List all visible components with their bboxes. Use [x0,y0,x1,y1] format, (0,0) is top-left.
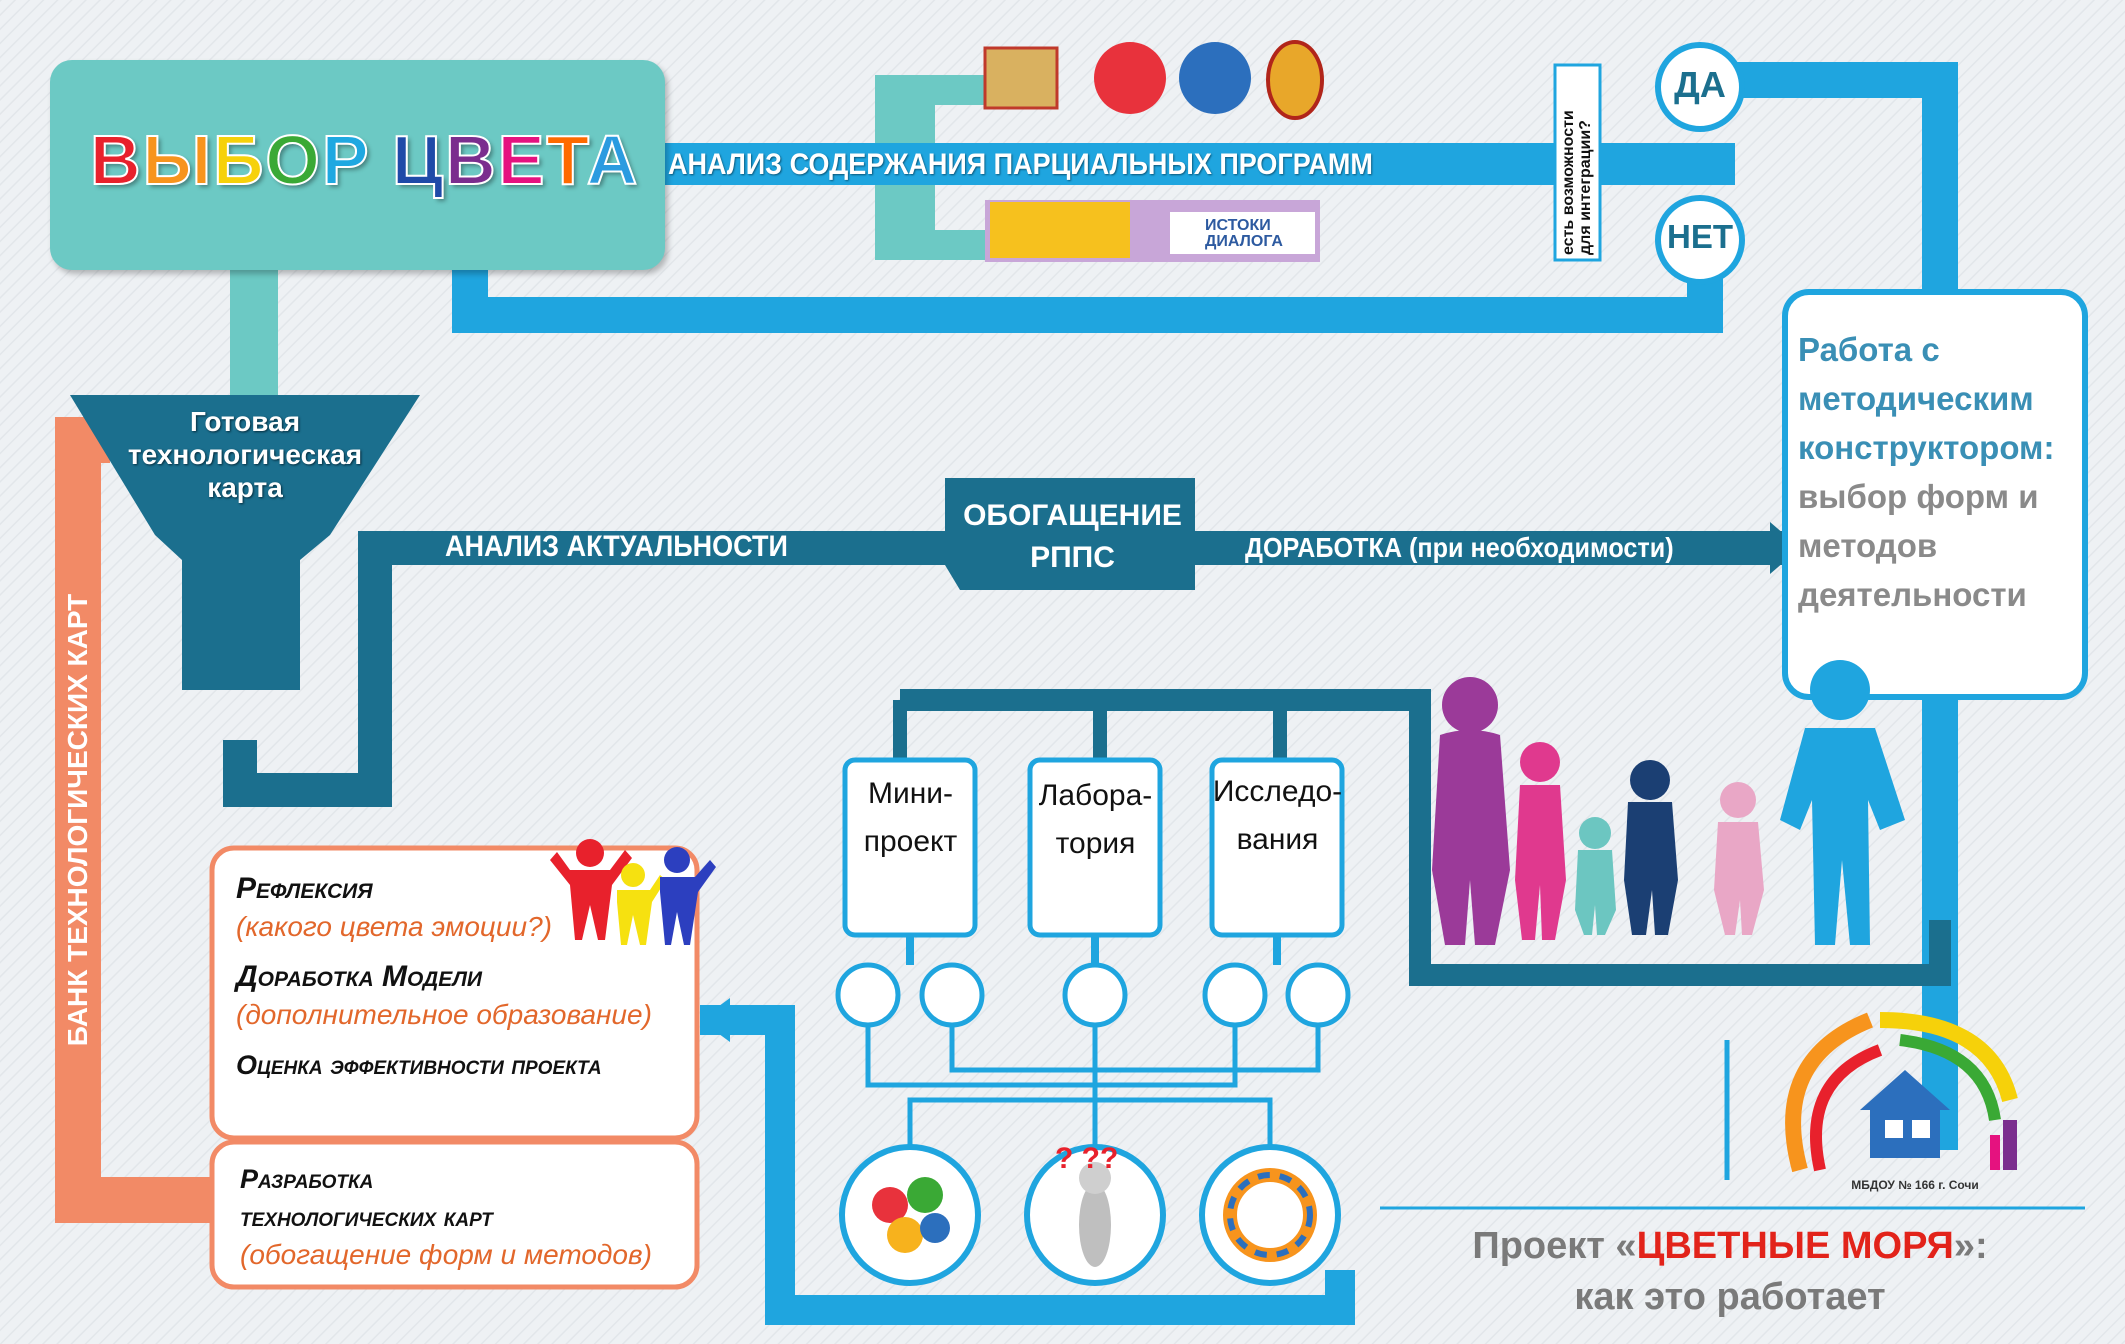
method-line-6: деятельности [1798,576,2027,613]
method-box-frame [1782,289,2088,700]
method-box-text: Работа с методическим конструктором: выб… [1798,325,2083,619]
no-label: НЕТ [1667,218,1733,255]
title-letter: Б [212,120,266,200]
enrichment-banner [945,478,1195,590]
dev-subtitle: (обогащение форм и методов) [240,1239,652,1270]
research-line-2: вания [1236,823,1319,856]
title-box [50,60,665,270]
program-logo-hands-red [1094,42,1166,114]
relevance-label: АНАЛИЗ АКТУАЛЬНОСТИ [445,530,788,563]
title-connector [230,260,278,410]
model-heading: Доработка Модели [236,960,483,993]
laboratory-line-1: Лабора- [1038,779,1153,812]
title-letter: О [264,120,322,200]
program-bracket-top [875,75,985,105]
program-logo-math [990,202,1130,258]
yes-pipe [1705,62,1958,1150]
title-letter: Ы [142,120,214,200]
bank-pipe [55,417,225,1223]
program-logo-house [983,46,1059,110]
relevance-pipe [223,531,1800,807]
content-analysis-label: АНАЛИЗ СОДЕРЖАНИЯ ПАРЦИАЛЬНЫХ ПРОГРАММ [668,148,1373,181]
dev-card-frame [209,1139,700,1290]
title-letter: В [89,120,143,200]
mini-project-label: Мини- проект [848,770,973,866]
integration-question: есть возможности для интеграции? [1560,70,1600,255]
family-frame [900,689,1951,986]
enrichment-label: ОБОГАЩЕНИЕ РППС [950,495,1195,579]
title-letter [371,121,392,199]
dev-line-1: Разработка [240,1164,374,1194]
program-logo-istoki [1170,212,1315,254]
mini-project-line-1: Мини- [867,777,954,810]
project-prefix: Проект « [1472,1225,1637,1267]
method-line-1: Работа с [1798,331,1940,368]
connector-web [865,1025,1321,1150]
project-caption: Проект «ЦВЕТНЫЕ МОРЯ»: как это работает [1380,1225,2080,1319]
mini-project-line-2: проект [863,825,958,858]
bank-label: БАНК ТЕХНОЛОГИЧЕСКИХ КАРТ [62,593,93,1047]
title-letter: Е [497,120,547,200]
method-line-3: конструктором: [1798,429,2055,466]
method-line-2: методическим [1798,380,2034,417]
method-line-5: методов [1798,527,1938,564]
research-label: Исследо- вания [1210,768,1345,864]
kindergarten-logo [1785,1012,2018,1173]
project-name: ЦВЕТНЫЕ МОРЯ [1636,1225,1954,1267]
integration-line-2: для интеграции? [1577,120,1594,255]
refine-label: ДОРАБОТКА (при необходимости) [1245,532,1674,563]
logo-caption: МБДОУ № 166 г. Сочи [1851,1178,1979,1192]
results-card-text: Рефлексия (какого цвета эмоции?) Доработ… [236,870,686,1084]
dev-line-2: технологических карт [240,1202,493,1232]
kids-figures [550,839,716,945]
title-letter: Р [321,120,371,200]
bottom-pipe [700,1005,1355,1325]
dev-card-text: Разработка технологических карт (обогаще… [240,1160,690,1274]
laboratory-label: Лабора- тория [1033,772,1158,868]
feedback-arrow [700,998,730,1042]
yes-circle [1655,42,1745,132]
integration-line-1: есть возможности [1560,110,1577,255]
research-line-1: Исследо- [1212,775,1343,808]
enrichment-line-2: РППС [1030,541,1115,574]
reflection-subtitle: (какого цвета эмоции?) [236,911,552,942]
no-circle [1655,195,1745,285]
project-suffix: »: [1953,1225,1988,1267]
program-bracket-bottom [875,230,985,260]
question-marks-icon: ? ?? [1055,1142,1119,1175]
title-letter: В [444,120,498,200]
laboratory-line-2: тория [1055,827,1136,860]
reflection-heading: Рефлексия [236,872,373,905]
title-letter: Ц [391,120,446,200]
method-line-4: выбор форм и [1798,478,2039,515]
funnel-shape [70,395,420,690]
funnel-label: Готовая технологическая карта [127,406,363,503]
project-caption-line-2: как это работает [1574,1276,1886,1318]
model-subtitle: (дополнительное образование) [236,999,652,1030]
title-text: ВЫБОР ЦВЕТА [89,120,650,210]
evaluation-heading: Оценка эффективности проекта [236,1050,602,1080]
family-silhouettes [1432,660,1905,945]
program-logo-hands-blue [1179,42,1251,114]
node-circles [835,962,1351,1028]
program-logo-doll [1266,40,1324,120]
integration-question-box [1553,63,1602,262]
title-letter: Т [545,120,587,200]
bottom-circles [839,1144,1341,1286]
title-letter: А [586,120,640,200]
program-istoki-label: ИСТОКИ ДИАЛОГА [1205,217,1283,250]
project-caption-line-1: Проект «ЦВЕТНЫЕ МОРЯ»: [1380,1225,2080,1268]
enrichment-line-1: ОБОГАЩЕНИЕ [963,499,1182,532]
yes-label: ДА [1674,64,1726,105]
